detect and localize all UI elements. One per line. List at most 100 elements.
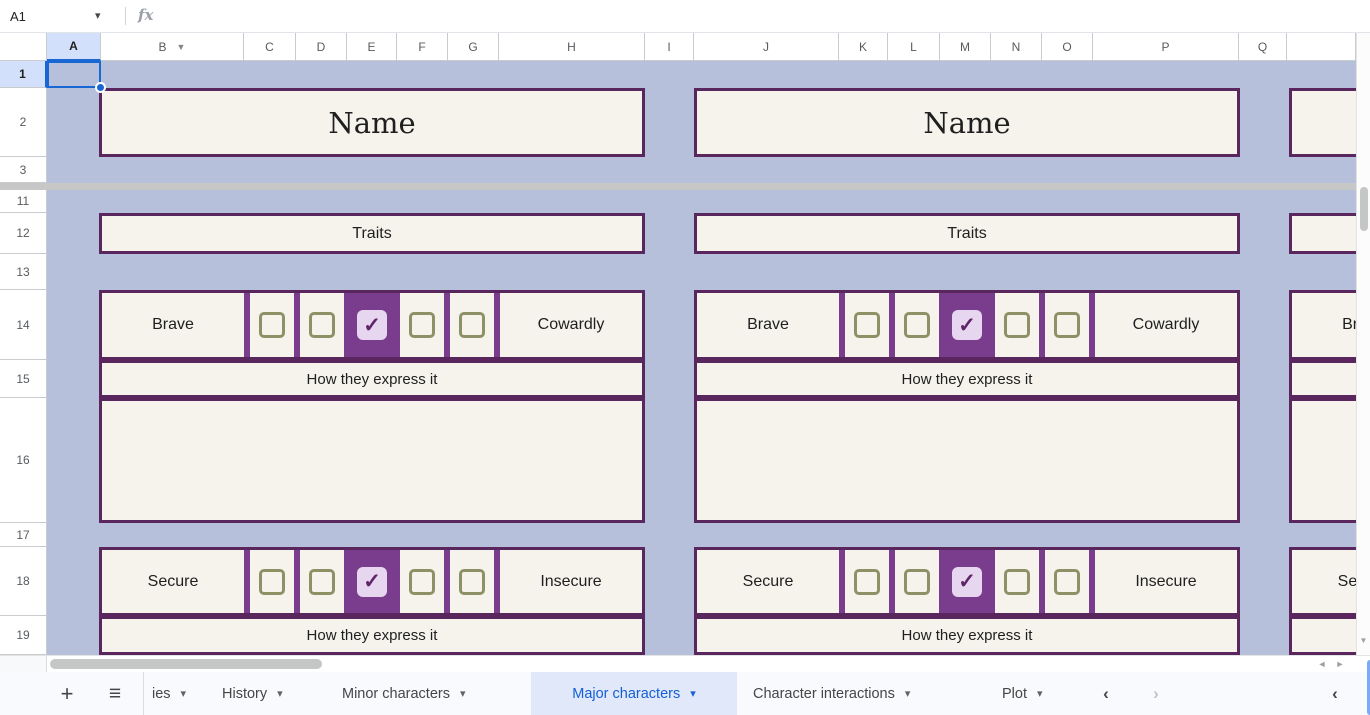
- column-header-i[interactable]: I: [645, 33, 694, 61]
- trait-left-label[interactable]: Secure: [102, 550, 244, 613]
- checkbox-checked-icon[interactable]: ✓: [952, 566, 982, 597]
- scale-cell-2[interactable]: [300, 293, 344, 357]
- scale-cell-3[interactable]: ✓: [945, 293, 989, 357]
- column-header-k[interactable]: K: [839, 33, 888, 61]
- chevron-down-icon[interactable]: ▾: [459, 688, 466, 700]
- express-entry-cell[interactable]: [1289, 398, 1356, 523]
- row-header-14[interactable]: 14: [0, 290, 47, 360]
- column-header-m[interactable]: M: [940, 33, 991, 61]
- name-box[interactable]: A1 ▾: [0, 0, 112, 32]
- collapse-panel-icon[interactable]: ‹: [1332, 683, 1338, 703]
- sheet-tab-major-characters[interactable]: Major characters ▾: [531, 672, 737, 715]
- checkbox-unchecked-icon[interactable]: [1054, 568, 1080, 595]
- row-header-12[interactable]: 12: [0, 213, 47, 254]
- column-header-l[interactable]: L: [888, 33, 940, 61]
- express-label-cell[interactable]: How they express it: [1289, 360, 1356, 398]
- express-label-cell[interactable]: How they express it: [99, 360, 645, 398]
- scale-cell-3[interactable]: ✓: [945, 550, 989, 613]
- side-panel-edge[interactable]: [1367, 660, 1370, 715]
- traits-cell[interactable]: Traits: [1289, 213, 1356, 254]
- column-header-q[interactable]: Q: [1239, 33, 1287, 61]
- trait-right-label[interactable]: Insecure: [500, 550, 642, 613]
- checkbox-unchecked-icon[interactable]: [904, 312, 930, 338]
- column-header-a[interactable]: A: [47, 33, 101, 61]
- column-header-c[interactable]: C: [244, 33, 296, 61]
- express-entry-cell[interactable]: [694, 398, 1240, 523]
- vertical-scrollbar[interactable]: ▼: [1356, 33, 1370, 655]
- express-label-cell[interactable]: How they express it: [694, 616, 1240, 655]
- column-header-p[interactable]: P: [1093, 33, 1239, 61]
- row-header-3[interactable]: 3: [0, 157, 47, 183]
- row-header-16[interactable]: 16: [0, 398, 47, 523]
- scale-cell-4[interactable]: [400, 550, 444, 613]
- trait-right-label[interactable]: Cowardly: [1095, 293, 1237, 357]
- scroll-left-icon[interactable]: ◄: [1317, 659, 1327, 669]
- checkbox-unchecked-icon[interactable]: [309, 568, 335, 595]
- row-header-1[interactable]: 1: [0, 61, 47, 88]
- checkbox-unchecked-icon[interactable]: [459, 312, 485, 338]
- scale-cell-5[interactable]: [450, 293, 494, 357]
- row-header-17[interactable]: 17: [0, 523, 47, 547]
- scale-cell-5[interactable]: [450, 550, 494, 613]
- column-dropdown-icon[interactable]: ▼: [176, 41, 186, 52]
- checkbox-unchecked-icon[interactable]: [459, 568, 485, 595]
- checkbox-unchecked-icon[interactable]: [259, 312, 285, 338]
- chevron-down-icon[interactable]: ▾: [904, 688, 911, 700]
- column-header-g[interactable]: G: [448, 33, 499, 61]
- scale-cell-4[interactable]: [995, 293, 1039, 357]
- traits-cell[interactable]: Traits: [99, 213, 645, 254]
- column-header-n[interactable]: N: [991, 33, 1042, 61]
- column-header-d[interactable]: D: [296, 33, 347, 61]
- row-header-2[interactable]: 2: [0, 88, 47, 157]
- sheet-tab-character-interactions[interactable]: Character interactions ▾: [753, 672, 910, 715]
- scale-cell-1[interactable]: [250, 550, 294, 613]
- chevron-down-icon[interactable]: ▾: [277, 688, 283, 700]
- checkbox-unchecked-icon[interactable]: [1004, 312, 1030, 338]
- column-header-o[interactable]: O: [1042, 33, 1093, 61]
- checkbox-unchecked-icon[interactable]: [259, 568, 285, 595]
- scale-cell-5[interactable]: [1045, 293, 1089, 357]
- trait-right-label[interactable]: Cowardly: [500, 293, 642, 357]
- row-header-15[interactable]: 15: [0, 360, 47, 398]
- horizontal-scrollbar-thumb[interactable]: [50, 659, 322, 669]
- trait-left-label[interactable]: Secure: [1292, 550, 1356, 613]
- checkbox-unchecked-icon[interactable]: [409, 312, 435, 338]
- scale-cell-2[interactable]: [300, 550, 344, 613]
- trait-left-label[interactable]: Brave: [1292, 293, 1356, 357]
- name-cell[interactable]: Name: [99, 88, 645, 157]
- checkbox-checked-icon[interactable]: ✓: [357, 310, 387, 340]
- checkbox-checked-icon[interactable]: ✓: [357, 566, 387, 597]
- trait-left-label[interactable]: Brave: [102, 293, 244, 357]
- checkbox-unchecked-icon[interactable]: [1004, 568, 1030, 595]
- express-entry-cell[interactable]: [99, 398, 645, 523]
- row-header-11[interactable]: 11: [0, 190, 47, 213]
- scale-cell-1[interactable]: [845, 293, 889, 357]
- column-header-h[interactable]: H: [499, 33, 645, 61]
- column-header-b[interactable]: B ▼: [101, 33, 244, 61]
- column-header-f[interactable]: F: [397, 33, 448, 61]
- scale-cell-2[interactable]: [895, 293, 939, 357]
- sheet-grid[interactable]: Name Traits Brave ✓ Cowardly How they ex…: [47, 61, 1356, 655]
- chevron-down-icon[interactable]: ▾: [95, 10, 101, 22]
- sheet-tab-partial[interactable]: ies ▾: [143, 672, 186, 715]
- row-header-13[interactable]: 13: [0, 254, 47, 290]
- checkbox-unchecked-icon[interactable]: [409, 568, 435, 595]
- fill-handle[interactable]: [95, 82, 106, 93]
- scroll-down-icon[interactable]: ▼: [1359, 635, 1368, 645]
- express-label-cell[interactable]: How they express it: [694, 360, 1240, 398]
- scale-cell-3[interactable]: ✓: [350, 293, 394, 357]
- checkbox-checked-icon[interactable]: ✓: [952, 310, 982, 340]
- trait-left-label[interactable]: Secure: [697, 550, 839, 613]
- scale-cell-4[interactable]: [995, 550, 1039, 613]
- vertical-scrollbar-thumb[interactable]: [1360, 187, 1368, 231]
- scale-cell-4[interactable]: [400, 293, 444, 357]
- all-sheets-menu-icon[interactable]: ≡: [108, 681, 122, 705]
- scale-cell-3[interactable]: ✓: [350, 550, 394, 613]
- scale-cell-1[interactable]: [845, 550, 889, 613]
- checkbox-unchecked-icon[interactable]: [904, 568, 930, 595]
- scale-cell-5[interactable]: [1045, 550, 1089, 613]
- row-header-18[interactable]: 18: [0, 547, 47, 616]
- scale-cell-2[interactable]: [895, 550, 939, 613]
- express-label-cell[interactable]: How they express it: [1289, 616, 1356, 655]
- express-label-cell[interactable]: How they express it: [99, 616, 645, 655]
